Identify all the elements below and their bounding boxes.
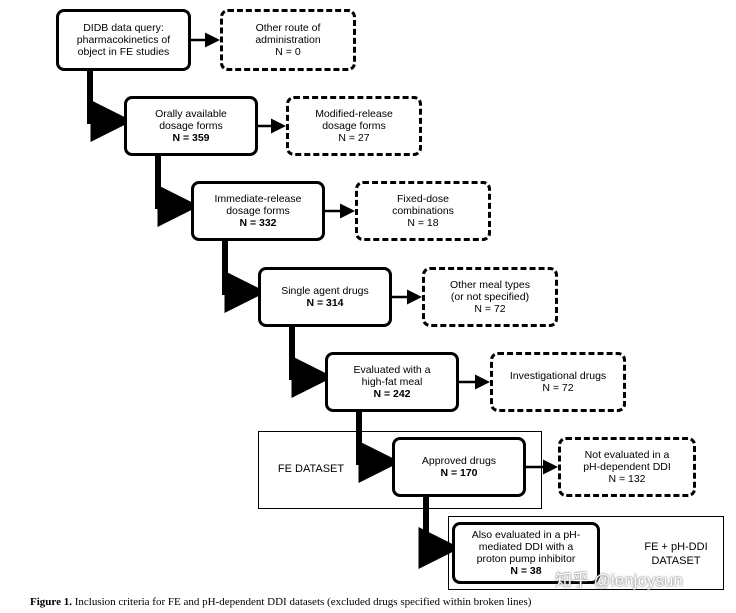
step-line: Immediate-release xyxy=(214,193,302,205)
excluded-line: administration xyxy=(255,34,321,46)
step-line: Single agent drugs xyxy=(281,285,369,297)
main-flow-arrows xyxy=(87,71,461,569)
step-line: dosage forms xyxy=(159,120,223,132)
step-line: Also evaluated in a pH- xyxy=(471,529,581,541)
main-flow-arrow xyxy=(155,156,200,227)
watermark: 知乎 @ienjoysun xyxy=(555,571,683,590)
step-count: N = 38 xyxy=(510,565,542,577)
caption-text: Inclusion criteria for FE and pH-depende… xyxy=(74,596,532,608)
step-didb-query: DIDB data query: pharmacokinetics of obj… xyxy=(56,9,191,71)
excluded-line: N = 18 xyxy=(407,217,439,229)
excluded-line: N = 72 xyxy=(542,382,574,394)
excluded-fixed-dose: Fixed-dose combinations N = 18 xyxy=(355,181,491,241)
exclusion-arrows xyxy=(191,32,558,475)
main-flow-arrow xyxy=(356,412,401,483)
step-count: N = 242 xyxy=(373,388,411,400)
excluded-line: Other meal types xyxy=(450,279,530,291)
excluded-line: N = 27 xyxy=(338,132,370,144)
step-immediate-release: Immediate-release dosage forms N = 332 xyxy=(191,181,325,241)
step-line: Approved drugs xyxy=(421,455,497,467)
excluded-line: N = 72 xyxy=(474,303,506,315)
step-approved-drugs: Approved drugs N = 170 xyxy=(392,437,526,497)
excluded-other-route: Other route of administration N = 0 xyxy=(220,9,356,71)
step-line: Orally available xyxy=(155,108,227,120)
excluded-line: pH-dependent DDI xyxy=(583,461,671,473)
fe-dataset-label: FE DATASET xyxy=(277,463,345,475)
excluded-line: Other route of xyxy=(255,22,321,34)
step-line: Evaluated with a xyxy=(353,364,431,376)
step-count: N = 170 xyxy=(440,467,478,479)
excluded-line: N = 0 xyxy=(275,46,301,58)
excluded-other-meal-types: Other meal types (or not specified) N = … xyxy=(422,267,558,327)
step-count: N = 359 xyxy=(172,132,210,144)
fe-dataset-frame xyxy=(258,431,542,509)
figure-caption: Figure 1. Inclusion criteria for FE and … xyxy=(30,596,531,608)
step-count: N = 332 xyxy=(239,217,277,229)
excluded-line: Fixed-dose xyxy=(397,193,449,205)
excluded-line: Not evaluated in a xyxy=(584,449,670,461)
step-ph-ddi-evaluated: Also evaluated in a pH- mediated DDI wit… xyxy=(452,522,600,584)
fe-ph-dataset-label-line2: DATASET xyxy=(651,555,701,567)
step-count: N = 314 xyxy=(306,297,344,309)
step-line: high-fat meal xyxy=(361,376,423,388)
excluded-line: Modified-release xyxy=(315,108,393,120)
excluded-line: Investigational drugs xyxy=(509,370,607,382)
step-single-agent: Single agent drugs N = 314 xyxy=(258,267,392,327)
fe-ph-dataset-label-line1: FE + pH-DDI xyxy=(644,541,708,553)
excluded-line: (or not specified) xyxy=(450,291,530,303)
step-orally-available: Orally available dosage forms N = 359 xyxy=(124,96,258,156)
fe-ph-dataset-frame xyxy=(448,516,724,590)
excluded-line: combinations xyxy=(392,205,454,217)
excluded-modified-release: Modified-release dosage forms N = 27 xyxy=(286,96,422,156)
step-line: proton pump inhibitor xyxy=(476,553,576,565)
step-line: object in FE studies xyxy=(77,46,170,58)
excluded-investigational: Investigational drugs N = 72 xyxy=(490,352,626,412)
main-flow-arrow xyxy=(289,327,334,398)
main-flow-arrow xyxy=(418,497,461,569)
excluded-line: dosage forms xyxy=(322,120,386,132)
step-line: DIDB data query: xyxy=(83,22,164,34)
step-high-fat-meal: Evaluated with a high-fat meal N = 242 xyxy=(325,352,459,412)
excluded-not-ph-ddi: Not evaluated in a pH-dependent DDI N = … xyxy=(558,437,696,497)
caption-prefix: Figure 1. xyxy=(30,596,72,608)
excluded-line: N = 132 xyxy=(608,473,646,485)
step-line: dosage forms xyxy=(226,205,290,217)
step-line: mediated DDI with a xyxy=(478,541,574,553)
step-line: pharmacokinetics of xyxy=(76,34,171,46)
fe-ph-dataset-label: FE + pH-DDI DATASET xyxy=(630,540,722,568)
main-flow-arrow xyxy=(222,241,267,313)
main-flow-arrow xyxy=(87,71,133,142)
